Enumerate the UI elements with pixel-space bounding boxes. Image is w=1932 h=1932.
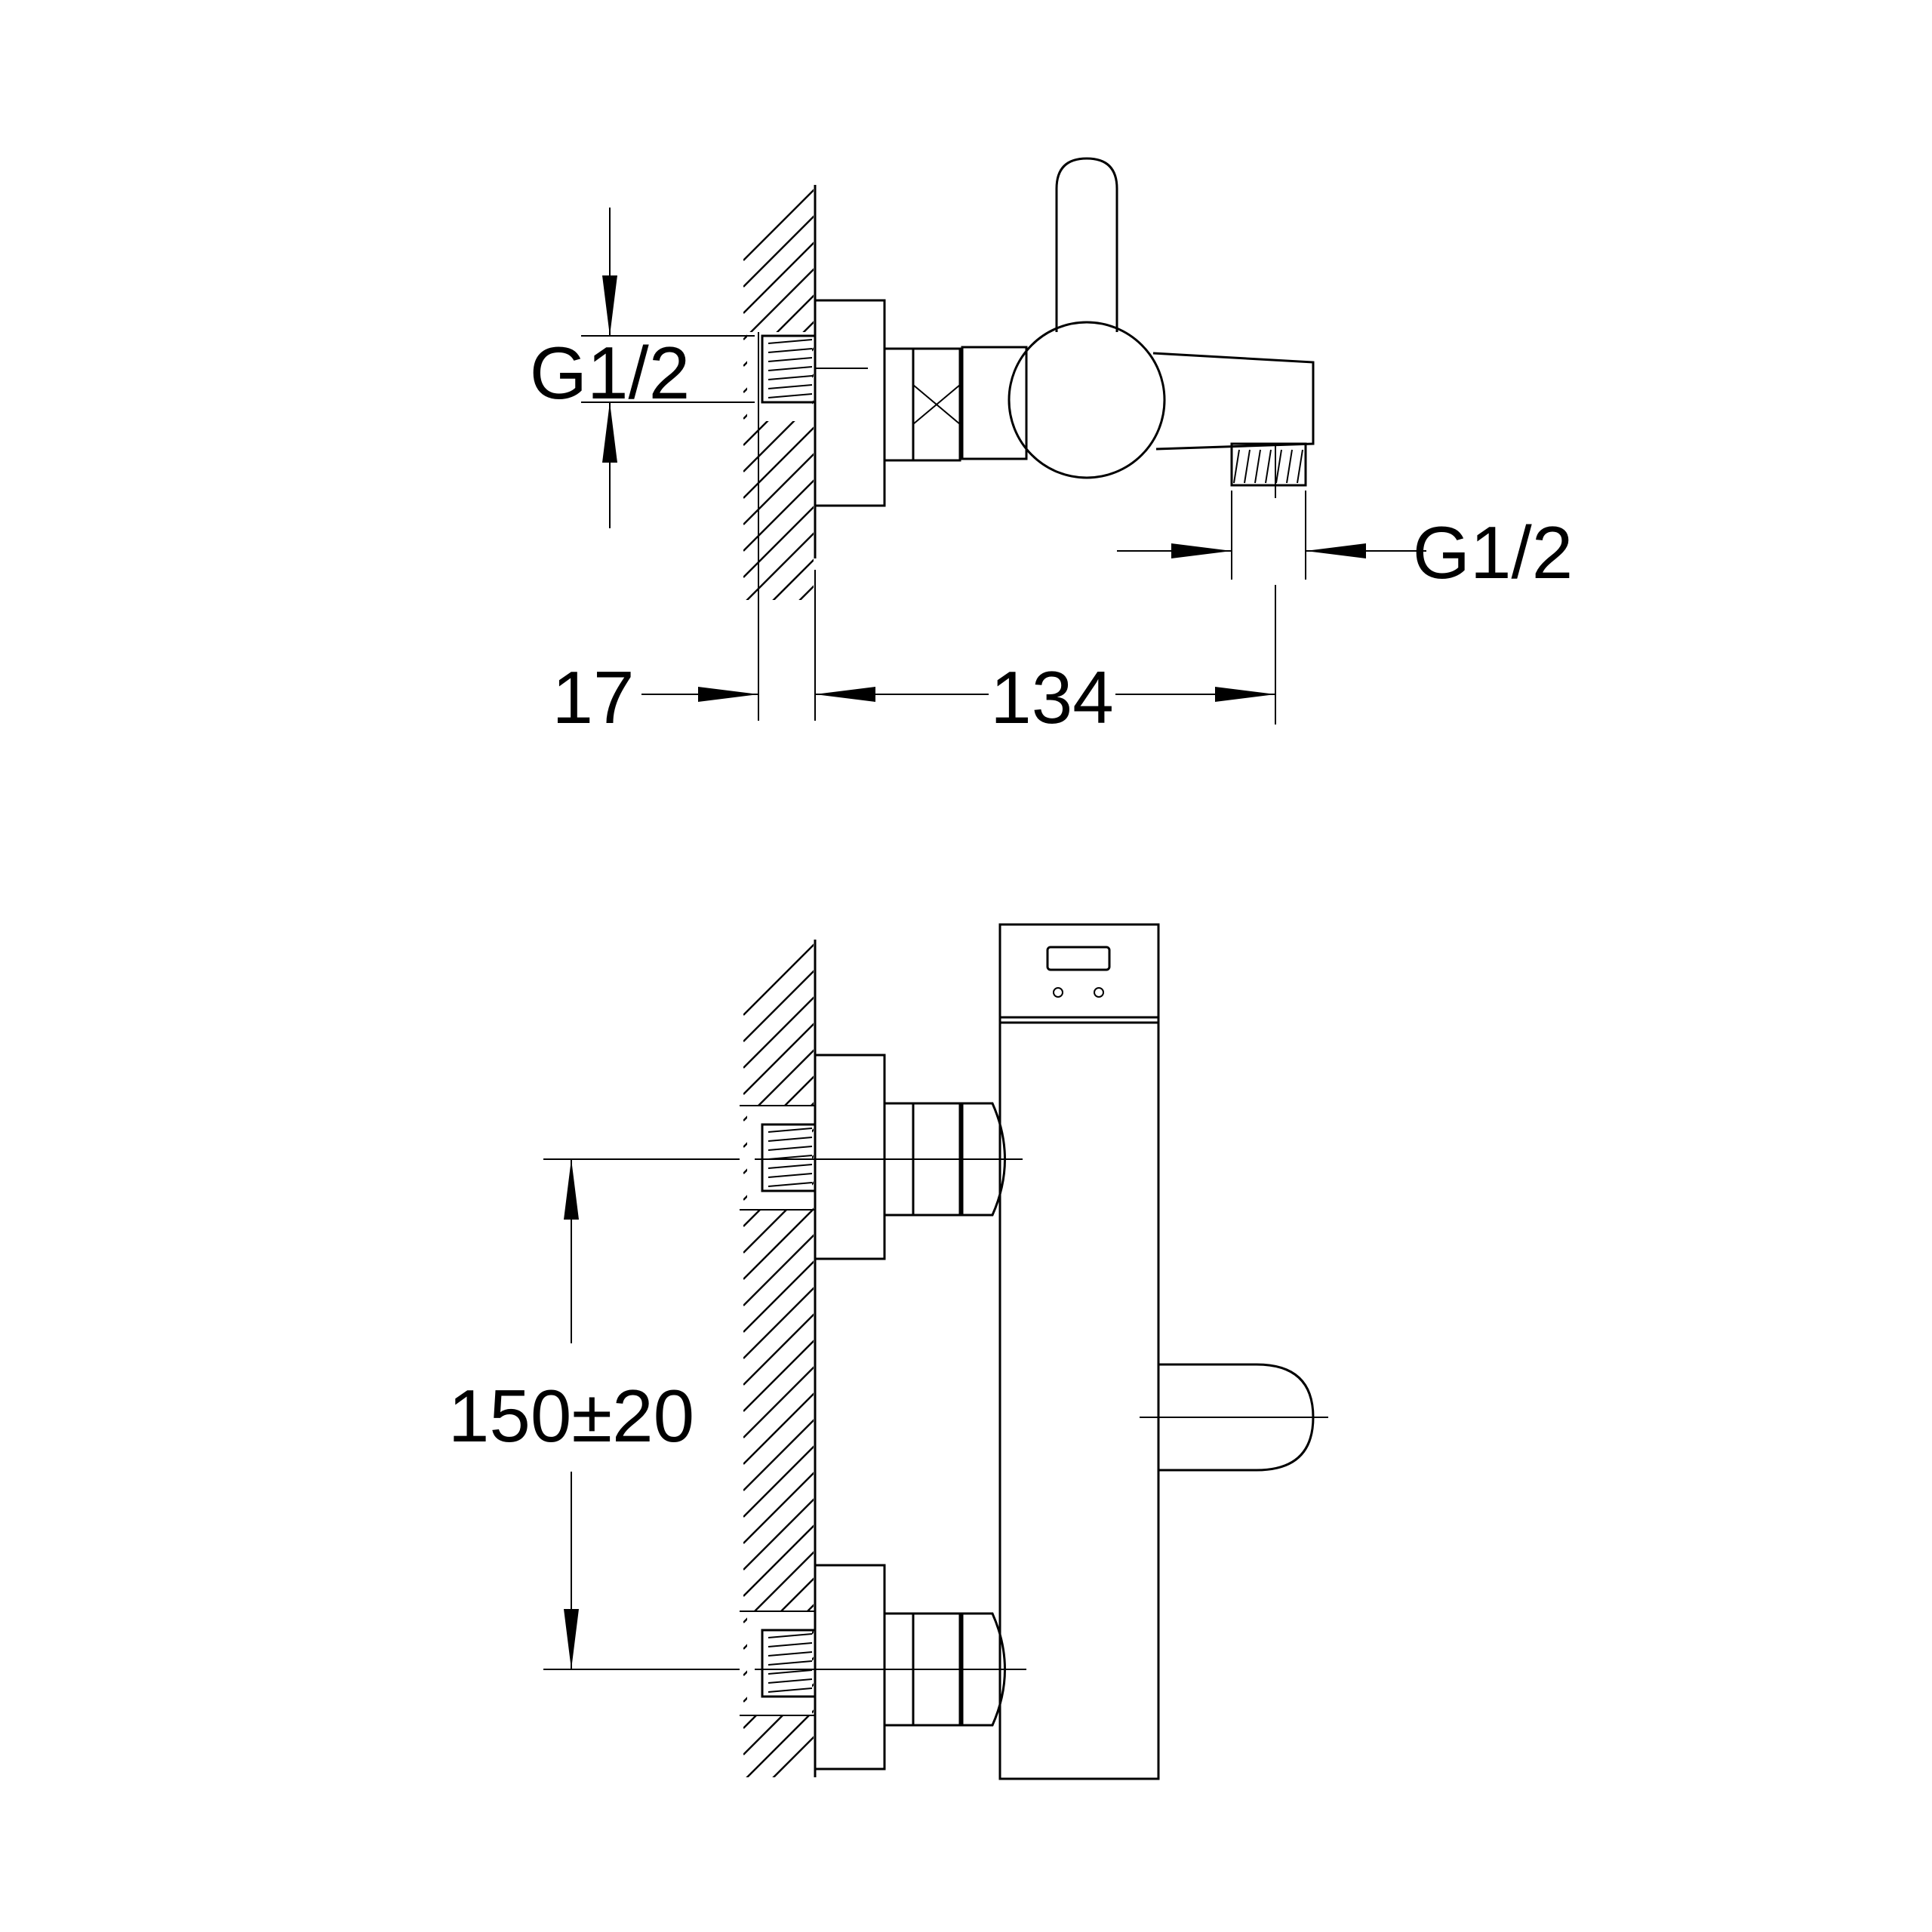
lever-handle-side (1055, 157, 1118, 332)
outlet-thread-dimension: G1/2 (1117, 445, 1573, 594)
body-connector-side (961, 346, 1028, 460)
front-view: 150±20 (448, 923, 1328, 1780)
side-view: G1/2 G1/2 17 134 (530, 157, 1573, 739)
inlet-thread-label: G1/2 (530, 331, 690, 414)
depth-dimensions: 17 134 (552, 585, 1276, 739)
hex-nut-side (883, 347, 961, 462)
outlet-thread-label: G1/2 (1413, 511, 1573, 594)
upper-inlet-front (761, 1054, 1006, 1260)
spout-side (1152, 352, 1315, 451)
inlet-spacing-label: 150±20 (448, 1374, 694, 1457)
projection-label: 134 (990, 656, 1114, 739)
spout-front (1140, 1363, 1328, 1472)
wall-section-front (740, 940, 817, 1777)
inlet-thread-dimension: G1/2 (530, 208, 755, 528)
outlet-thread-side (1230, 442, 1307, 487)
inlet-spacing-dimension: 150±20 (448, 1159, 694, 1669)
mixer-body-front (998, 923, 1160, 1780)
wall-section-side (743, 185, 817, 721)
mixer-body-side (1008, 321, 1166, 479)
wall-offset-label: 17 (552, 656, 634, 739)
wall-flange-side (814, 299, 886, 507)
display-window (1046, 946, 1111, 971)
